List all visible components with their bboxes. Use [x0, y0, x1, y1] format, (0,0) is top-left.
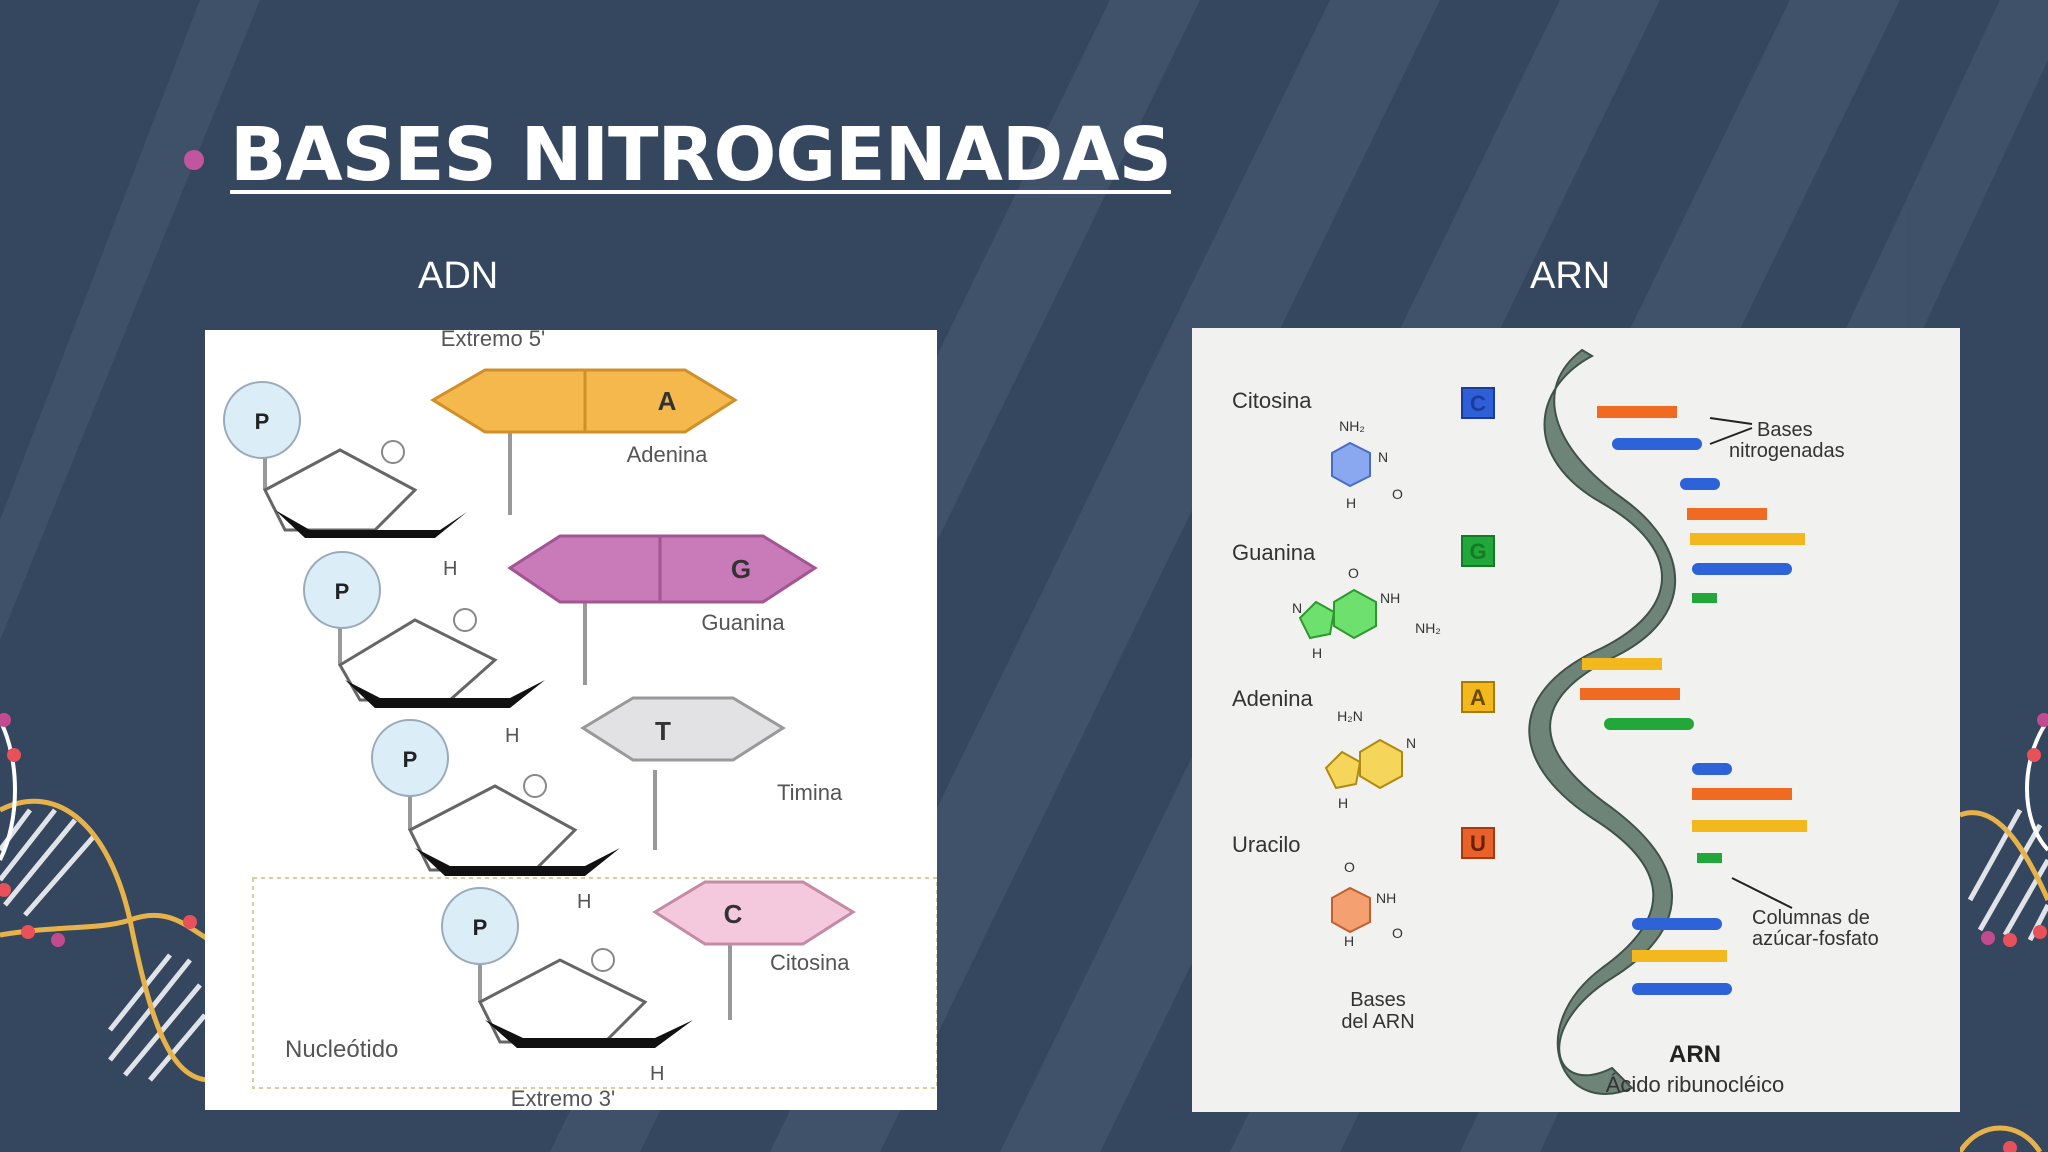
dna-h-4: H — [650, 1063, 664, 1085]
rna-c-nh2: NH₂ — [1339, 418, 1365, 434]
rna-base-guanine: Guanina G O NH NH₂ N H — [1232, 535, 1495, 661]
dna-h-3: H — [577, 891, 591, 913]
rna-u-nh: NH — [1376, 890, 1396, 906]
rna-g-h: H — [1312, 645, 1322, 661]
rna-u-o-top: O — [1344, 859, 1355, 875]
dna-unit-guanine: G Guanina H P — [303, 534, 818, 747]
slide-title: BASES NITROGENADAS — [230, 112, 1172, 198]
dna-label: ADN — [418, 255, 499, 297]
dna-diagram: Extremo 5' Extremo 3' Nucleótido A Adeni… — [205, 330, 937, 1110]
rna-base-c-letter: C — [1470, 391, 1486, 416]
rna-base-c-name: Citosina — [1232, 388, 1312, 413]
title-bullet — [184, 150, 204, 170]
rna-c-h: H — [1346, 495, 1356, 511]
rna-base-uracil: Uracilo U O NH O H — [1232, 827, 1495, 949]
nucleotide-box — [252, 877, 937, 1089]
dna-top-label: Extremo 5' — [441, 330, 545, 351]
dna-base-t-letter: T — [655, 716, 671, 746]
rna-main-label: ARN — [1669, 1041, 1721, 1068]
rna-base-cytosine: Citosina C NH₂ N O H — [1232, 387, 1495, 511]
rna-c-o: O — [1392, 486, 1403, 502]
rna-u-o: O — [1392, 925, 1403, 941]
dna-phosphate-2: P — [335, 579, 350, 604]
rna-base-g-letter: G — [1469, 539, 1486, 564]
rna-g-o: O — [1348, 565, 1359, 581]
rna-c-n: N — [1378, 449, 1388, 465]
rna-u-h: H — [1344, 933, 1354, 949]
dna-h-2: H — [505, 725, 519, 747]
rna-bases-caption-1: Bases — [1350, 989, 1406, 1011]
rna-base-a-letter: A — [1470, 685, 1486, 710]
rna-a-h: H — [1338, 795, 1348, 811]
dna-phosphate-3: P — [403, 747, 418, 772]
rna-g-nh2: NH₂ — [1415, 620, 1441, 636]
rna-g-n: N — [1292, 600, 1302, 616]
dna-base-c-letter: C — [724, 899, 743, 929]
rna-diagram: Citosina C NH₂ N O H Guanina G O NH NH₂ … — [1192, 328, 1960, 1112]
rna-pointer-bases-2: nitrogenadas — [1729, 440, 1845, 462]
dna-base-a-name: Adenina — [627, 442, 709, 467]
rna-a-n: N — [1406, 735, 1416, 751]
dna-base-g-name: Guanina — [701, 610, 785, 635]
rna-helix — [1528, 348, 1807, 1095]
dna-bottom-label: Extremo 3' — [511, 1086, 615, 1110]
rna-base-g-name: Guanina — [1232, 540, 1316, 565]
dna-base-a-letter: A — [658, 386, 677, 416]
rna-base-u-name: Uracilo — [1232, 832, 1300, 857]
rna-label: ARN — [1530, 255, 1611, 297]
dna-base-c-name: Citosina — [770, 950, 850, 975]
rna-base-adenine: Adenina A H₂N N H — [1232, 681, 1495, 811]
nucleotide-label: Nucleótido — [285, 1036, 398, 1063]
rna-pointer-backbone-1: Columnas de — [1752, 907, 1870, 929]
rna-bases-caption-2: del ARN — [1341, 1011, 1414, 1033]
dna-unit-thymine: T Timina H P — [371, 696, 843, 913]
rna-sub-label: Ácido ribunocléico — [1606, 1072, 1785, 1097]
dna-h-1: H — [443, 558, 457, 580]
dna-decoration-right — [1960, 713, 2048, 1152]
rna-pointer-bases-1: Bases — [1757, 419, 1813, 441]
dna-base-g-letter: G — [731, 554, 751, 584]
dna-decoration-left — [0, 713, 210, 1083]
rna-g-nh: NH — [1380, 590, 1400, 606]
dna-unit-adenine: A Adenina H P — [223, 368, 738, 580]
rna-base-a-name: Adenina — [1232, 686, 1314, 711]
dna-unit-cytosine: C Citosina H P — [441, 880, 856, 1085]
dna-phosphate-4: P — [473, 915, 488, 940]
rna-a-h2n: H₂N — [1337, 708, 1363, 724]
dna-phosphate-1: P — [255, 409, 270, 434]
rna-pointer-backbone-2: azúcar-fosfato — [1752, 928, 1879, 950]
dna-base-t-name: Timina — [777, 780, 843, 805]
rna-base-u-letter: U — [1470, 831, 1486, 856]
